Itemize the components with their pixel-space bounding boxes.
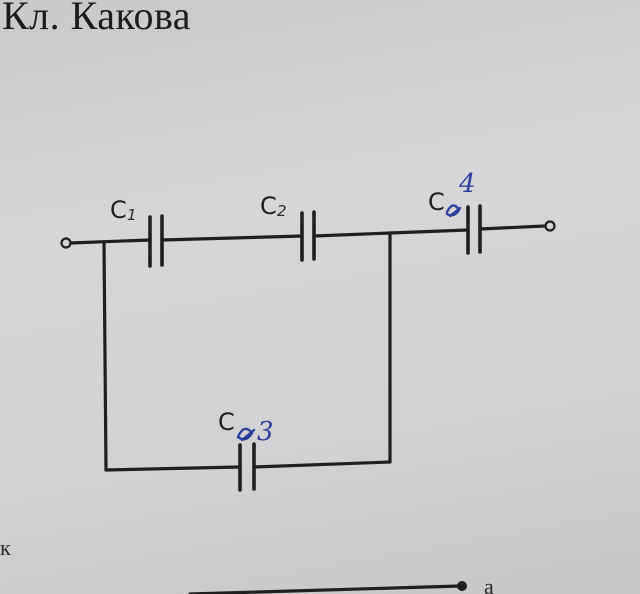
wire-junction-to-c3 — [388, 228, 470, 235]
scribble-over-subscript-c3 — [445, 204, 462, 218]
label-c2: C 2 — [260, 192, 287, 220]
svg-text:C: C — [110, 196, 127, 224]
svg-text:C: C — [260, 192, 277, 220]
wire-bottom-right — [252, 460, 392, 469]
capacitor-c4 — [238, 442, 256, 492]
svg-text:C: C — [428, 188, 445, 216]
wire-bottom-left — [104, 465, 242, 472]
label-c3: C 4 — [428, 169, 476, 218]
edge-mark-left: к — [0, 535, 11, 560]
wire-left-terminal-to-c1 — [68, 238, 152, 245]
wire-bottom-partial — [188, 584, 462, 594]
wire-c1-to-c2 — [160, 234, 304, 242]
svg-text:3: 3 — [257, 417, 274, 447]
wire-c3-to-right-terminal — [478, 224, 547, 231]
svg-text:2: 2 — [277, 202, 287, 220]
label-c4: C 3 — [218, 408, 274, 447]
bottom-partial-node — [457, 581, 467, 591]
capacitor-c1 — [148, 214, 164, 268]
wire-left-vertical — [102, 241, 108, 472]
svg-text:4: 4 — [458, 169, 476, 199]
page-heading: Кл. Какова — [2, 0, 192, 38]
edge-mark-right: a — [484, 574, 494, 594]
capacitor-c2 — [300, 210, 316, 262]
scribble-over-subscript-c4 — [236, 427, 256, 442]
wire-c2-to-junction — [312, 231, 392, 238]
label-c1: C 1 — [110, 196, 137, 224]
capacitor-c3 — [466, 204, 482, 255]
right-terminal — [544, 220, 556, 232]
svg-text:C: C — [218, 408, 235, 436]
left-terminal — [60, 237, 72, 249]
svg-text:1: 1 — [127, 206, 137, 224]
